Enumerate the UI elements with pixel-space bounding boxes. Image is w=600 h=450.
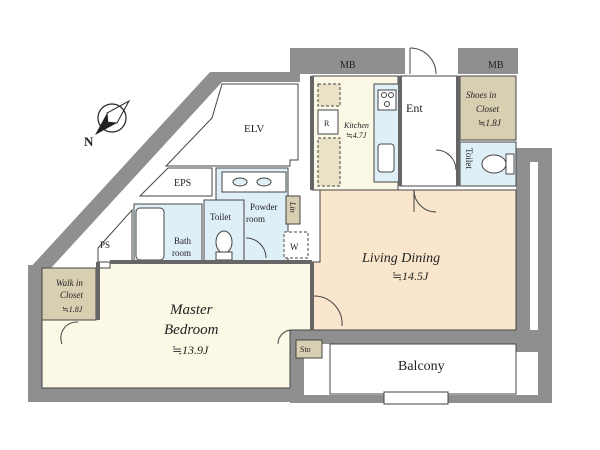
balcony-label: Balcony [398,359,445,374]
door-swings [60,47,457,345]
toilet-right-label: Toilet [464,148,474,169]
toilet-center-label: Toilet [210,212,231,222]
walkin-closet-label-2: Closet [60,290,84,300]
washer-label: W [290,242,299,252]
walkin-closet-size: ≒1.8J [62,305,83,314]
master-bedroom-label-2: Bedroom [164,322,219,338]
ps-shaft [97,208,133,263]
shoes-closet-label-1: Shoes in [466,90,497,100]
kitchen-shelf [317,83,341,107]
powder-room-label-2: room [246,214,265,224]
entrance-label: Ent [406,101,423,115]
elv-label: ELV [244,123,264,135]
north-arrow-icon [95,99,131,135]
walkin-closet-label-1: Walk in [56,278,83,288]
storage-closet [295,339,323,359]
stove [377,89,397,111]
refrigerator-label: R [324,119,330,128]
living-dining-size: ≒14.5J [392,269,429,283]
eps-shaft [138,167,213,197]
master-bedroom-size: ≒13.9J [172,343,209,357]
exterior-walls [28,48,552,403]
bath-room-label-1: Bath [174,236,191,246]
linen-closet [285,195,301,225]
shoes-closet-floor [459,75,517,141]
bathtub [135,207,165,261]
mb-right-label: MB [488,60,504,71]
kitchen-sink [377,143,395,173]
washer-space [283,231,309,259]
elevator-shaft [164,83,299,167]
entrance-floor [399,75,459,187]
pantry-box [317,137,341,187]
vanity [221,171,287,193]
shoes-closet-size: ≒1.8J [478,118,502,128]
mb-left-label: MB [340,60,356,71]
linen-label: Lin [288,201,297,213]
bath-room-label-2: room [172,248,191,258]
shoes-closet-label-2: Closet [476,104,500,114]
interior-walls [96,76,460,330]
storage-label: Sto [300,345,311,354]
walkin-closet-floor [41,267,97,321]
master-bedroom-label-1: Master [169,302,213,318]
balcony-floor [329,343,517,395]
refrigerator-box [317,109,339,135]
north-label: N [84,134,94,149]
living-dining-label: Living Dining [361,251,440,266]
eps-label: EPS [174,178,191,189]
powder-room-label-1: Powder [250,202,278,212]
kitchen-size: ≒4.7J [346,131,367,140]
ps-label: PS [100,240,110,250]
kitchen-label: Kitchen [343,121,369,130]
